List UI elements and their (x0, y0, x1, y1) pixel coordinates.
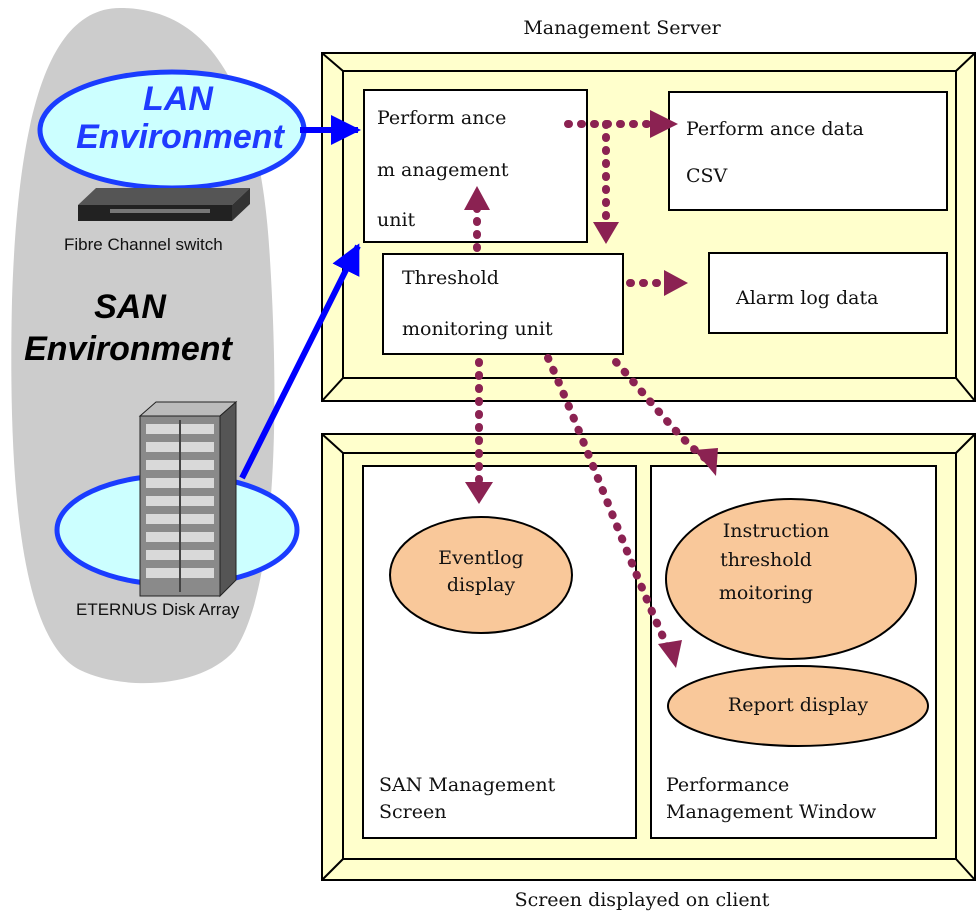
instruction-line3: moitoring (719, 582, 813, 604)
lan-label-line1: LAN (143, 80, 214, 118)
management-server-title: Management Server (523, 17, 721, 39)
san-screen-line1: SAN Management (379, 774, 556, 796)
eventlog-line1: Eventlog (438, 547, 523, 569)
report-display-label: Report display (728, 694, 868, 716)
perf-data-line1: Perform ance data (686, 118, 864, 140)
perf-window-line2: Management Window (666, 801, 877, 823)
performance-data-csv-box (668, 91, 948, 211)
perf-unit-line1: Perform ance (377, 107, 506, 129)
fibre-channel-switch-icon (78, 188, 250, 221)
alarm-log-label: Alarm log data (735, 287, 878, 309)
eventlog-line2: display (447, 574, 516, 596)
arrowhead-instruction (694, 448, 718, 476)
arrowhead-eventlog (465, 482, 493, 504)
arrowhead-threshold (593, 222, 619, 244)
arrowhead-perf (464, 186, 490, 210)
san-label-line1: SAN (94, 288, 167, 326)
dotted-arrowheads (464, 110, 718, 668)
arrowhead-csv (650, 110, 678, 138)
performance-management-unit-box (363, 89, 588, 243)
threshold-to-report-arrow (544, 354, 672, 652)
perf-window-line1: Performance (666, 774, 789, 796)
eternus-disk-array-icon (138, 400, 238, 598)
fibre-channel-switch-label: Fibre Channel switch (64, 235, 223, 254)
eternus-to-server-connector (239, 243, 361, 480)
client-screen-title: Screen displayed on client (515, 889, 770, 911)
alarm-log-data-box (708, 252, 948, 334)
eternus-disk-array-label: ETERNUS Disk Array (76, 600, 240, 619)
perf-unit-line3: unit (377, 209, 416, 231)
lan-label-line2: Environment (76, 118, 285, 156)
san-label-line2: Environment (24, 330, 233, 368)
san-screen-line2: Screen (379, 801, 446, 823)
eventlog-display-oval (389, 516, 573, 634)
threshold-line1: Threshold (402, 267, 499, 289)
instruction-threshold-oval (665, 498, 917, 660)
perf-data-line2: CSV (686, 165, 728, 187)
instruction-line1: Instruction (723, 520, 829, 542)
report-display-oval (667, 665, 929, 747)
instruction-line2: threshold (720, 549, 812, 571)
threshold-line2: monitoring unit (402, 318, 553, 340)
perf-unit-line2: m anagement (377, 159, 509, 181)
threshold-monitoring-unit-box (382, 253, 624, 355)
arrowhead-alarm (664, 270, 688, 296)
arrowhead-report (658, 640, 682, 668)
